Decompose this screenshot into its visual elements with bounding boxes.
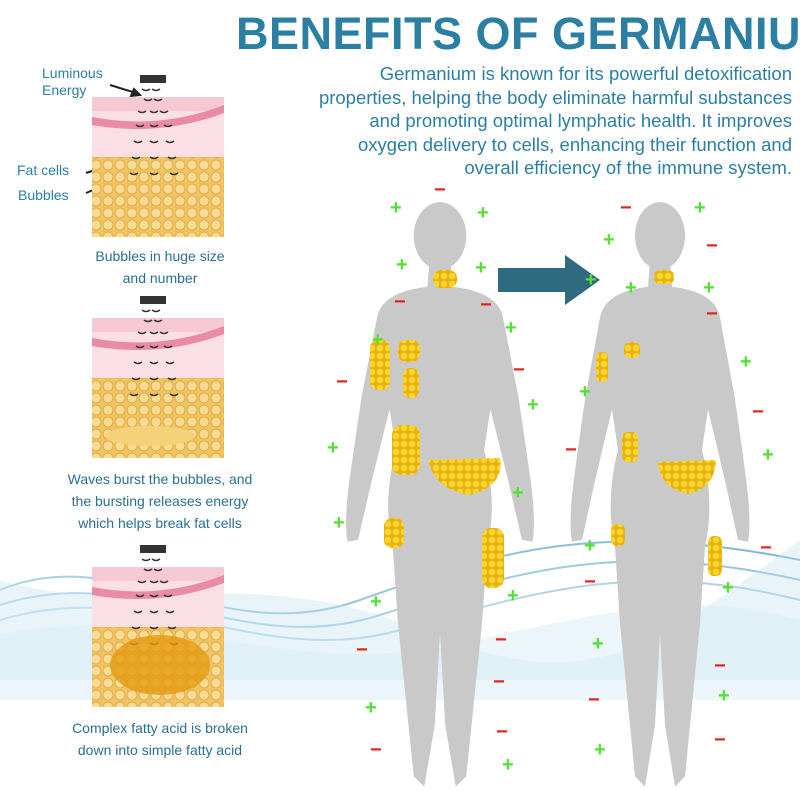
plus-sign: + [762, 444, 774, 466]
plus-sign: + [585, 269, 597, 291]
minus-sign: − [496, 721, 508, 743]
skin-diagram-step-3 [91, 545, 225, 708]
minus-sign: − [706, 235, 718, 257]
plus-sign: + [333, 512, 345, 534]
description-line: overall efficiency of the immune system. [464, 157, 792, 178]
minus-sign: − [584, 571, 596, 593]
plus-sign: + [475, 257, 487, 279]
minus-sign: − [752, 401, 764, 423]
caption-line: down into simple fatty acid [77, 742, 243, 758]
minus-sign: − [565, 439, 577, 461]
page-title: BENEFITS OF GERMANIUM [236, 8, 800, 59]
minus-sign: − [760, 537, 772, 559]
bubbles-label: Bubbles [18, 187, 69, 203]
fat-deposits-before [370, 270, 504, 588]
minus-sign: − [588, 689, 600, 711]
minus-sign: − [480, 294, 492, 316]
luminous-energy-label: Luminous Energy [42, 65, 103, 99]
minus-sign: − [714, 729, 726, 751]
minus-sign: − [493, 671, 505, 693]
plus-sign: + [694, 197, 706, 219]
caption-line: Complex fatty acid is broken [72, 720, 248, 736]
plus-sign: + [502, 754, 514, 776]
plus-sign: + [603, 229, 615, 251]
plus-sign: + [365, 697, 377, 719]
plus-sign: + [625, 277, 637, 299]
plus-sign: + [584, 535, 596, 557]
skin-diagram-step-2 [91, 296, 225, 459]
minus-sign: − [356, 639, 368, 661]
plus-sign: + [327, 437, 339, 459]
plus-sign: + [703, 277, 715, 299]
plus-sign: + [722, 577, 734, 599]
label-line: Energy [42, 82, 87, 98]
plus-sign: + [372, 329, 384, 351]
minus-sign: − [394, 291, 406, 313]
label-line: Luminous [42, 65, 103, 81]
step-1-caption: Bubbles in huge size and number [40, 245, 280, 289]
caption-line: Waves burst the bubbles, and [67, 471, 253, 487]
plus-sign: + [594, 739, 606, 761]
minus-sign: − [620, 197, 632, 219]
description-line: Germanium is known for its powerful deto… [379, 63, 792, 84]
caption-line: and number [122, 270, 198, 286]
plus-sign: + [396, 254, 408, 276]
plus-sign: + [390, 197, 402, 219]
minus-sign: − [714, 655, 726, 677]
step-2-caption: Waves burst the bubbles, and the burstin… [40, 468, 280, 534]
plus-sign: + [370, 591, 382, 613]
minus-sign: − [336, 371, 348, 393]
step-3-caption: Complex fatty acid is broken down into s… [40, 717, 280, 761]
minus-sign: − [495, 629, 507, 651]
fat-cells-label: Fat cells [17, 162, 70, 178]
plus-sign: + [718, 685, 730, 707]
caption-line: which helps break fat cells [78, 515, 242, 531]
minus-sign: − [434, 179, 446, 201]
caption-line: Bubbles in huge size [95, 248, 225, 264]
minus-sign: − [370, 739, 382, 761]
minus-sign: − [706, 303, 718, 325]
minus-sign: − [513, 359, 525, 381]
description-line: and promoting optimal lymphatic health. … [369, 110, 792, 131]
description: Germanium is known for its powerful deto… [252, 62, 792, 180]
fat-deposits-after [596, 270, 722, 576]
plus-sign: + [740, 351, 752, 373]
plus-sign: + [507, 585, 519, 607]
plus-sign: + [592, 633, 604, 655]
description-line: oxygen delivery to cells, enhancing thei… [358, 133, 792, 155]
plus-sign: + [579, 381, 591, 403]
plus-sign: + [527, 394, 539, 416]
plus-sign: + [505, 317, 517, 339]
caption-line: the bursting releases energy [71, 493, 249, 509]
plus-sign: + [512, 482, 524, 504]
description-line: properties, helping the body eliminate h… [318, 86, 792, 108]
right-arrow-icon [498, 255, 600, 305]
plus-sign: + [477, 202, 489, 224]
